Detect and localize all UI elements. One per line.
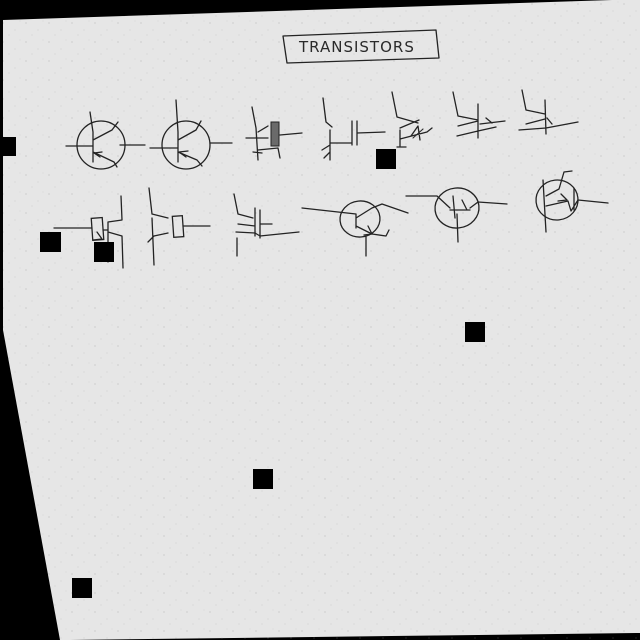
mask-block <box>72 578 92 598</box>
transistor-symbol-11 <box>301 200 409 257</box>
transistor-symbol-9 <box>147 187 211 266</box>
mask-block <box>376 149 396 169</box>
transistor-symbol-2 <box>149 99 233 170</box>
mask-block <box>40 232 61 252</box>
transistor-symbol-3 <box>245 106 303 161</box>
transistor-symbol-12 <box>405 187 508 243</box>
transistor-symbol-13 <box>535 170 609 233</box>
privacy-masks <box>0 137 485 598</box>
title-box: TRANSISTORS <box>282 29 440 64</box>
mask-block <box>465 322 485 342</box>
transistor-symbol-1 <box>65 111 146 170</box>
transistor-symbol-7 <box>518 89 579 135</box>
transistor-symbol-4 <box>321 97 386 161</box>
mask-block <box>0 137 16 156</box>
transistor-symbol-5 <box>391 91 433 148</box>
mask-block <box>94 242 114 262</box>
transistor-symbol-10 <box>233 193 300 257</box>
transistor-symbol-6 <box>452 91 506 139</box>
mask-block <box>253 469 273 489</box>
title-text: TRANSISTORS <box>298 38 415 56</box>
